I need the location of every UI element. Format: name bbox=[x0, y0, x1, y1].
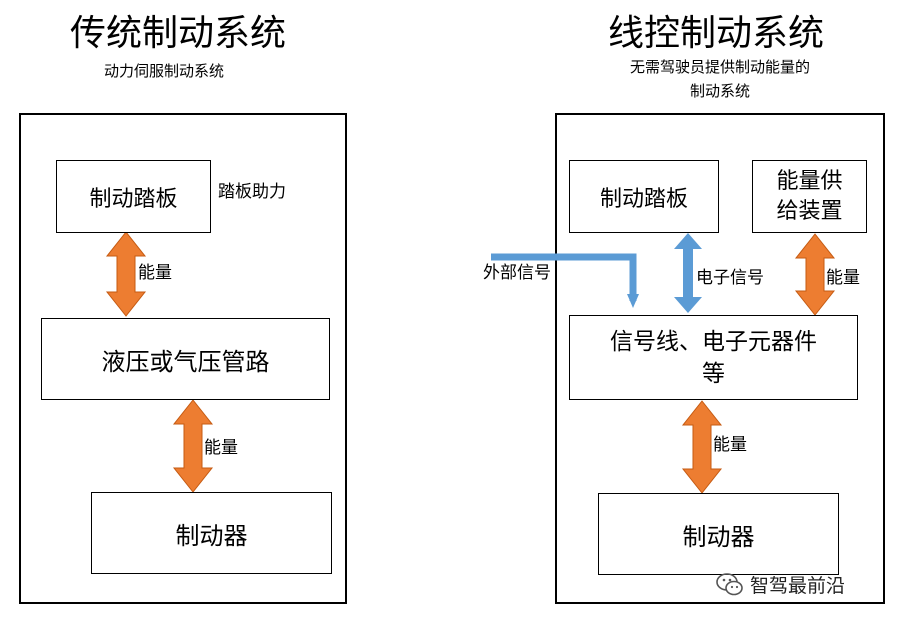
left-system-frame bbox=[19, 113, 347, 604]
pedal-assist-label: 踏板助力 bbox=[218, 182, 286, 202]
left-title: 传统制动系统 bbox=[70, 13, 287, 54]
left-energy-label-1: 能量 bbox=[138, 263, 172, 283]
right-brake-box: 制动器 bbox=[598, 493, 839, 575]
left-brake-label: 制动器 bbox=[175, 521, 248, 550]
right-system-frame bbox=[555, 113, 885, 604]
right-subtitle-2: 制动系统 bbox=[689, 82, 750, 100]
watermark: 智驾最前沿 bbox=[716, 571, 845, 598]
signal-components-label-2: 等 bbox=[702, 360, 725, 387]
left-energy-arrow-1 bbox=[105, 231, 147, 317]
right-brake-label: 制动器 bbox=[682, 522, 755, 551]
watermark-text: 智驾最前沿 bbox=[750, 575, 846, 597]
energy-supply-label-1: 能量供 bbox=[776, 168, 843, 194]
right-brake-pedal-label: 制动踏板 bbox=[599, 186, 688, 212]
right-energy-label-1: 能量 bbox=[826, 268, 860, 288]
left-brake-box: 制动器 bbox=[91, 492, 332, 574]
electronic-signal-arrow bbox=[674, 233, 702, 313]
electronic-signal-label: 电子信号 bbox=[696, 268, 764, 288]
left-brake-pedal-label: 制动踏板 bbox=[89, 186, 178, 212]
right-subtitle-1: 无需驾驶员提供制动能量的 bbox=[629, 58, 810, 76]
hydraulic-line-label: 液压或气压管路 bbox=[101, 347, 270, 376]
right-brake-pedal-box: 制动踏板 bbox=[569, 160, 719, 233]
signal-components-label-1: 信号线、电子元器件 bbox=[610, 328, 817, 355]
right-title: 线控制动系统 bbox=[608, 13, 825, 54]
left-brake-pedal-box: 制动踏板 bbox=[56, 160, 211, 233]
hydraulic-line-box: 液压或气压管路 bbox=[41, 318, 330, 400]
energy-supply-box: 能量供 给装置 bbox=[752, 160, 867, 233]
left-subtitle: 动力伺服制动系统 bbox=[104, 62, 225, 80]
left-energy-label-2: 能量 bbox=[204, 438, 238, 458]
signal-components-box: 信号线、电子元器件 等 bbox=[569, 315, 858, 400]
wechat-icon bbox=[716, 572, 744, 598]
external-signal-label: 外部信号 bbox=[483, 263, 551, 283]
right-energy-label-2: 能量 bbox=[713, 435, 747, 455]
external-signal-arrow bbox=[491, 253, 639, 308]
energy-supply-label-2: 给装置 bbox=[776, 198, 843, 224]
